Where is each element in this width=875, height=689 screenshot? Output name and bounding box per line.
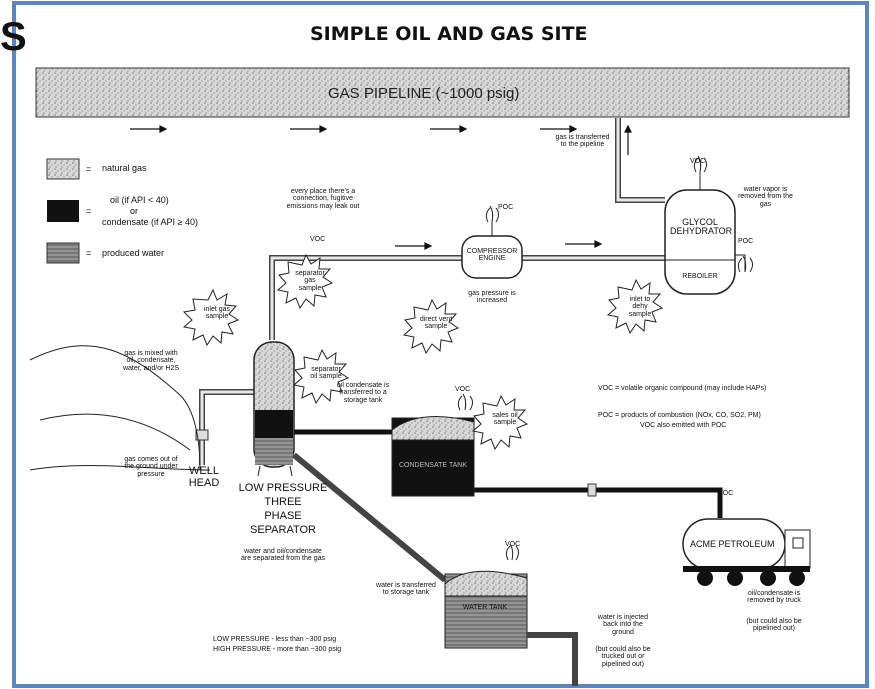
poc-definition: POC = products of combustion (NOx, CO, S… bbox=[598, 412, 761, 419]
note-oil-condensate: oil condensate is transferred to a stora… bbox=[336, 382, 390, 404]
voc-definition: VOC = volatile organic compound (may inc… bbox=[598, 385, 767, 392]
voc-label-truck: VOC bbox=[718, 490, 734, 497]
legend-produced-water: produced water bbox=[102, 248, 165, 258]
note-injected: water is injected back into the ground bbox=[597, 614, 649, 636]
condensate-tank-label: CONDENSATE TANK bbox=[398, 462, 468, 469]
diagram-title: SIMPLE OIL AND GAS SITE bbox=[310, 23, 588, 45]
legend-swatch-water bbox=[46, 242, 80, 264]
note-water-transfer: water is transferred to storage tank bbox=[376, 582, 436, 597]
legend-swatch-gas bbox=[46, 158, 80, 180]
note-also-trucked: (but could also be trucked out or pipeli… bbox=[595, 646, 651, 668]
separator-gas-starburst bbox=[276, 253, 334, 310]
direct-vent-sample: direct vent sample bbox=[419, 316, 453, 331]
separator-label-1: LOW PRESSURE bbox=[238, 482, 328, 494]
note-water-vapor: water vapor is removed from the gas bbox=[738, 186, 793, 208]
reboiler-label: REBOILER bbox=[682, 273, 718, 280]
note-removed-truck: oil/condensate is removed by truck bbox=[747, 590, 801, 605]
voc-label-glycol: VOC bbox=[690, 158, 706, 165]
high-pressure-note: HIGH PRESSURE - more than ~300 psig bbox=[213, 646, 342, 653]
low-pressure-note: LOW PRESSURE - less than ~300 psig bbox=[213, 636, 337, 643]
water-tank-label: WATER TANK bbox=[462, 604, 508, 611]
corner-letter: S bbox=[0, 15, 27, 59]
note-pressure: gas pressure is increased bbox=[468, 290, 516, 305]
poc-definition-2: VOC also emitted with POC bbox=[640, 422, 727, 429]
glycol-label: GLYCOL DEHYDRATOR bbox=[670, 217, 733, 237]
separator-label-2: THREE bbox=[264, 496, 302, 508]
legend-natural-gas: natural gas bbox=[102, 163, 147, 173]
truck-label: ACME PETROLEUM bbox=[690, 539, 775, 549]
poc-label-compressor: POC bbox=[498, 204, 514, 211]
svg-text:=: = bbox=[86, 164, 91, 174]
svg-text:=: = bbox=[86, 206, 91, 216]
legend-oil: oil (if API < 40) bbox=[110, 195, 169, 205]
well-head-label: WELL HEAD bbox=[188, 465, 220, 489]
note-joints: every place there's a connection, fugiti… bbox=[286, 188, 360, 210]
note-to-pipeline: gas is transferred to the pipeline bbox=[555, 134, 610, 149]
pipeline-label: GAS PIPELINE (~1000 psig) bbox=[328, 85, 520, 102]
note-mixed: gas is mixed with oil, condensate, water… bbox=[122, 350, 180, 372]
note-comes-out: gas comes out of the ground under pressu… bbox=[124, 456, 178, 478]
sales-oil-starburst bbox=[471, 394, 529, 451]
svg-text:=: = bbox=[86, 248, 91, 258]
inlet-dehy-sample: inlet to dehy sample bbox=[628, 296, 652, 318]
emission-puffs bbox=[457, 155, 753, 561]
separator-label-3: PHASE bbox=[264, 510, 302, 522]
wellhead-valve bbox=[195, 429, 209, 441]
inlet-gas-starburst bbox=[182, 288, 240, 347]
sales-oil-sample: sales oil sample bbox=[492, 412, 518, 427]
direct-vent-starburst bbox=[402, 298, 460, 355]
poc-label-reboiler: POC bbox=[738, 238, 754, 245]
legend-swatch-oil bbox=[47, 200, 79, 222]
legend-condensate: condensate (if API ≥ 40) bbox=[102, 217, 198, 227]
separator-oil-sample: separator oil sample bbox=[310, 366, 342, 381]
note-piped-out: (but could also be pipelined out) bbox=[746, 618, 802, 633]
inlet-gas-sample: inlet gas sample bbox=[203, 306, 231, 321]
legend-or: or bbox=[130, 206, 139, 216]
voc-label-condensate: VOC bbox=[455, 386, 471, 393]
pipeline-flow-arrows bbox=[130, 125, 578, 133]
separator-label-4: SEPARATOR bbox=[249, 524, 317, 536]
voc-label-water: VOC bbox=[505, 541, 521, 548]
note-water-condensate: water and oil/condensate are separated f… bbox=[240, 548, 326, 563]
compressor-label: COMPRESSOR ENGINE bbox=[466, 248, 518, 263]
voc-label-joint: VOC bbox=[310, 236, 326, 243]
separator-gas-sample: separator gas sample bbox=[295, 270, 325, 292]
separator-oil-starburst bbox=[292, 348, 350, 405]
inlet-dehy-starburst bbox=[606, 278, 664, 335]
gas-pipeline bbox=[35, 67, 850, 118]
